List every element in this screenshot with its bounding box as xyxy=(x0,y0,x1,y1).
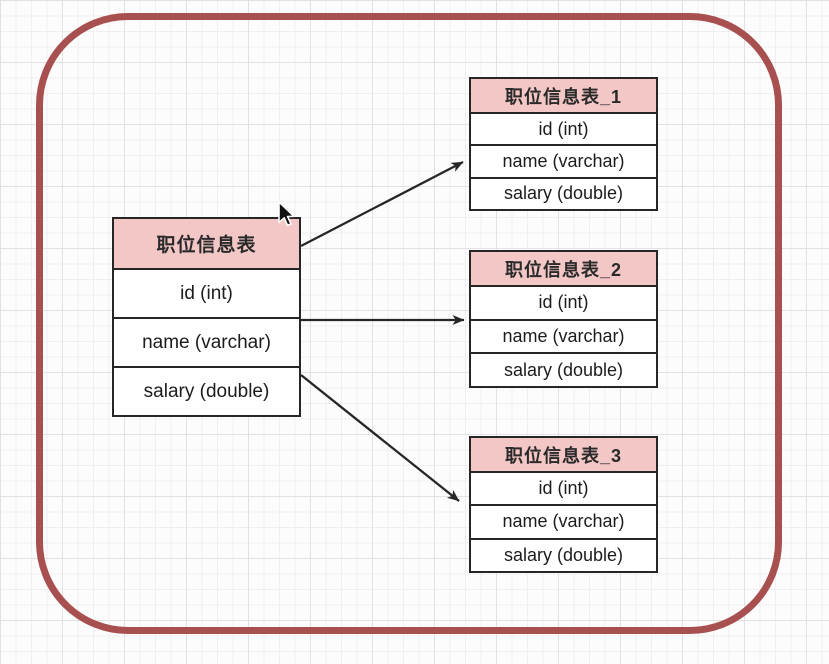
relationship-arrow-3[interactable] xyxy=(300,374,460,502)
relationship-arrow-1[interactable] xyxy=(300,160,464,248)
table-field-row: name (varchar) xyxy=(471,504,656,538)
table-node-main[interactable]: 职位信息表 id (int) name (varchar) salary (do… xyxy=(112,217,301,417)
table-field-row: name (varchar) xyxy=(471,144,656,177)
table-field-row: salary (double) xyxy=(471,352,656,387)
table-field-row: salary (double) xyxy=(471,537,656,571)
table-title-main: 职位信息表 xyxy=(114,219,299,270)
table-node-sub-3[interactable]: 职位信息表_3 id (int) name (varchar) salary (… xyxy=(469,436,658,573)
table-field-row: id (int) xyxy=(114,270,299,317)
diagram-boundary xyxy=(36,13,782,634)
table-title-sub-2: 职位信息表_2 xyxy=(471,252,656,287)
table-field-row: salary (double) xyxy=(471,176,656,209)
table-title-sub-1: 职位信息表_1 xyxy=(471,79,656,114)
table-title-sub-3: 职位信息表_3 xyxy=(471,438,656,473)
table-field-row: id (int) xyxy=(471,287,656,319)
table-field-row: salary (double) xyxy=(114,366,299,415)
table-field-row: name (varchar) xyxy=(114,317,299,366)
table-node-sub-2[interactable]: 职位信息表_2 id (int) name (varchar) salary (… xyxy=(469,250,658,388)
table-field-row: id (int) xyxy=(471,114,656,145)
table-node-sub-1[interactable]: 职位信息表_1 id (int) name (varchar) salary (… xyxy=(469,77,658,211)
table-field-row: id (int) xyxy=(471,473,656,505)
table-field-row: name (varchar) xyxy=(471,318,656,353)
